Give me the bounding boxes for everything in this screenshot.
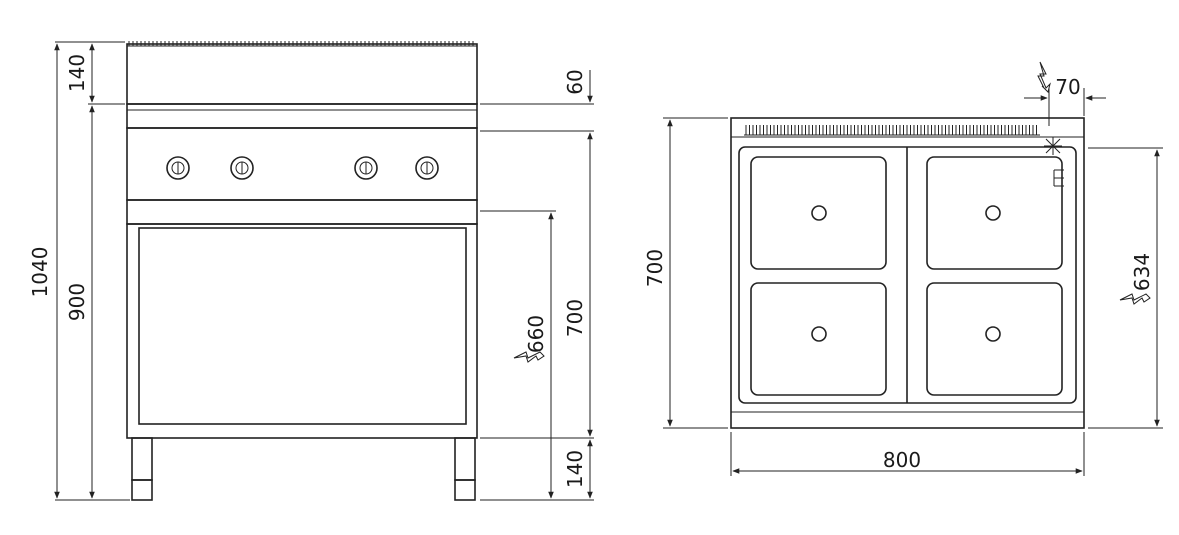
dim-top-section: 140 (65, 54, 89, 92)
lightning-bolt-icon (1037, 61, 1051, 93)
control-knob-icon (166, 156, 190, 180)
top-grill-strip (744, 125, 1040, 136)
front-leg-left (131, 437, 153, 501)
front-leg-right (454, 437, 476, 501)
dim-total-height: 1040 (28, 247, 52, 298)
dim-backsplash-drop: 60 (563, 69, 587, 94)
hotplate-front-right (926, 282, 1063, 396)
hotplate-rear-right (926, 156, 1063, 270)
dim-work-height: 700 (563, 299, 587, 337)
control-panel (126, 127, 478, 201)
lightning-bolt-icon (513, 351, 545, 363)
dim-width: 800 (883, 448, 921, 472)
cabinet-body (126, 223, 478, 439)
dimension-lines-top-view (663, 88, 1163, 476)
dim-leg-height: 140 (563, 450, 587, 488)
top-view: 700 634 800 70 (643, 61, 1163, 476)
control-knob-icon (415, 156, 439, 180)
control-knob-icon (230, 156, 254, 180)
lightning-bolt-icon (1119, 293, 1151, 305)
dim-inner-depth: 634 (1130, 253, 1154, 291)
ground-terminal-icon (1053, 169, 1064, 187)
dimension-lines-right (480, 70, 594, 501)
hotplate-rear-left (750, 156, 887, 270)
control-knob-icon (354, 156, 378, 180)
panel-trim (126, 199, 478, 225)
open-compartment (138, 227, 467, 425)
equipotential-ground-icon (1044, 137, 1062, 155)
dim-connection-height: 660 (524, 315, 548, 353)
backsplash-panel (126, 43, 478, 105)
top-view-outline (730, 117, 1085, 429)
cooktop-edge (126, 103, 478, 129)
dim-connection-offset: 70 (1055, 75, 1080, 99)
dim-body-height: 900 (65, 283, 89, 321)
hotplate-front-left (750, 282, 887, 396)
dimension-lines-left (54, 41, 130, 501)
front-view: 1040 140 900 60 700 140 660 (28, 41, 594, 501)
dim-depth: 700 (643, 249, 667, 287)
